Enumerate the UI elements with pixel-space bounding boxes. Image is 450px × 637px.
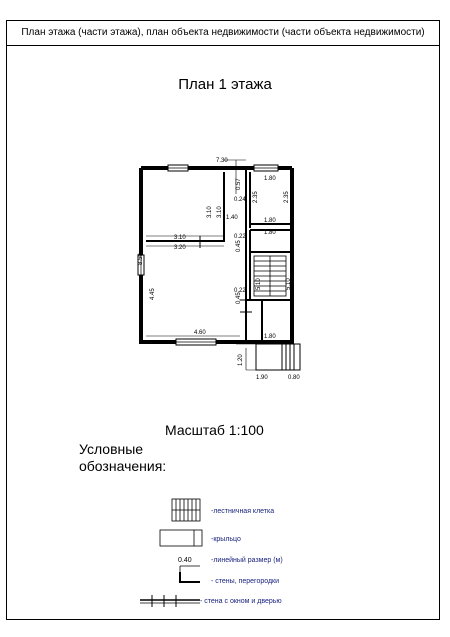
legend-dim-label: -линейный размер (м) (211, 556, 283, 564)
legend-porch-symbol (159, 529, 203, 547)
dim-2-35-a: 2.35 (253, 191, 259, 203)
plan-title: План 1 этажа (178, 76, 272, 93)
legend-walls-label: - стены, перегородки (211, 578, 279, 585)
document-header: План этажа (части этажа), план объекта н… (6, 20, 440, 46)
dim-0-80: 0.80 (288, 375, 300, 381)
legend-stair-symbol (171, 498, 201, 522)
dim-1-80-d: 1.80 (264, 334, 276, 340)
interior-partitions (146, 170, 290, 340)
dim-0-45-a: 0.45 (236, 240, 242, 252)
dim-1-20: 1.20 (238, 354, 244, 366)
dim-8-50: 8.50 (138, 253, 144, 265)
drawing-sheet (6, 20, 440, 620)
dim-3-10-b: 3.10 (217, 206, 223, 218)
dim-4-45: 4.45 (150, 288, 156, 300)
legend-title-line1: Условные (79, 441, 144, 457)
dim-0-22-b: 0.22 (234, 288, 246, 294)
dim-3-10-a: 3.10 (207, 206, 213, 218)
legend-title-line2: обозначения: (79, 458, 167, 474)
dim-1-80-b: 1.80 (264, 218, 276, 224)
legend-dim-symbol (179, 565, 200, 580)
legend-window-door-label: - стена с окном и дверью (200, 598, 282, 605)
staircase-steps (253, 255, 287, 297)
dim-7-30: 7.30 (216, 158, 228, 164)
legend-dim-sample: 0.40 (178, 557, 192, 564)
door-marks (199, 236, 252, 318)
porch (255, 343, 301, 371)
dim-4-60: 4.60 (194, 330, 206, 336)
legend-title: Условные обозначения: (79, 441, 166, 475)
dim-1-40: 1.40 (226, 215, 238, 221)
dim-3-20: 3.20 (174, 245, 186, 251)
dim-3-10-c: 3.10 (174, 235, 186, 241)
dim-1-80-c: 1.80 (264, 230, 276, 236)
dim-5-10-a: 5.10 (256, 278, 262, 290)
legend-wall-symbol (179, 572, 200, 583)
legend-stair-label: -лестничная клетка (211, 508, 274, 515)
dim-0-24: 0.24 (234, 197, 246, 203)
legend-porch-label: -крыльцо (211, 536, 241, 543)
dim-1-90: 1.90 (256, 375, 268, 381)
legend-window-door-symbol (140, 595, 200, 607)
dim-1-80-a: 1.80 (264, 176, 276, 182)
dim-0-22-a: 0.22 (234, 234, 246, 240)
scale-label: Масштаб 1:100 (165, 422, 264, 438)
dim-0-45-b: 0.45 (236, 292, 242, 304)
outer-walls (139, 166, 294, 344)
dim-5-10-b: 5.10 (286, 278, 292, 290)
dim-2-35-b: 2.35 (284, 191, 290, 203)
dim-0-57: 0.57 (236, 178, 242, 190)
